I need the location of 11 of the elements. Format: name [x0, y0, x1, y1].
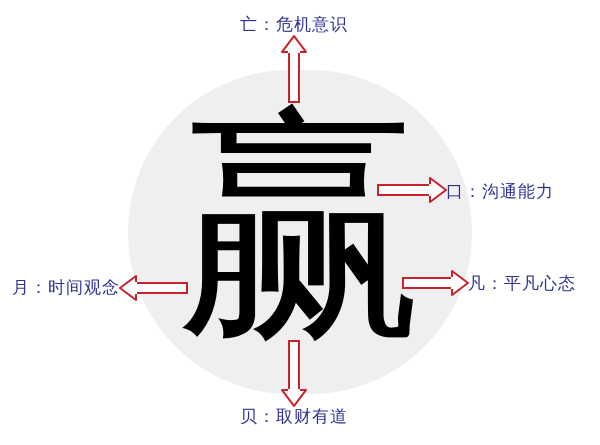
block-arrow: [377, 176, 447, 204]
large-character: 赢: [175, 100, 425, 350]
block-arrow: [280, 340, 308, 407]
annotation-label: 凡：平凡心态: [468, 273, 576, 295]
annotation-label: 贝：取财有道: [240, 406, 348, 428]
block-arrow: [402, 269, 469, 297]
block-arrow: [119, 274, 188, 302]
annotation-label: 月：时间观念: [12, 277, 120, 299]
annotation-label: 亡：危机意识: [240, 14, 348, 36]
annotation-label: 口：沟通能力: [446, 181, 554, 203]
block-arrow: [280, 35, 308, 103]
